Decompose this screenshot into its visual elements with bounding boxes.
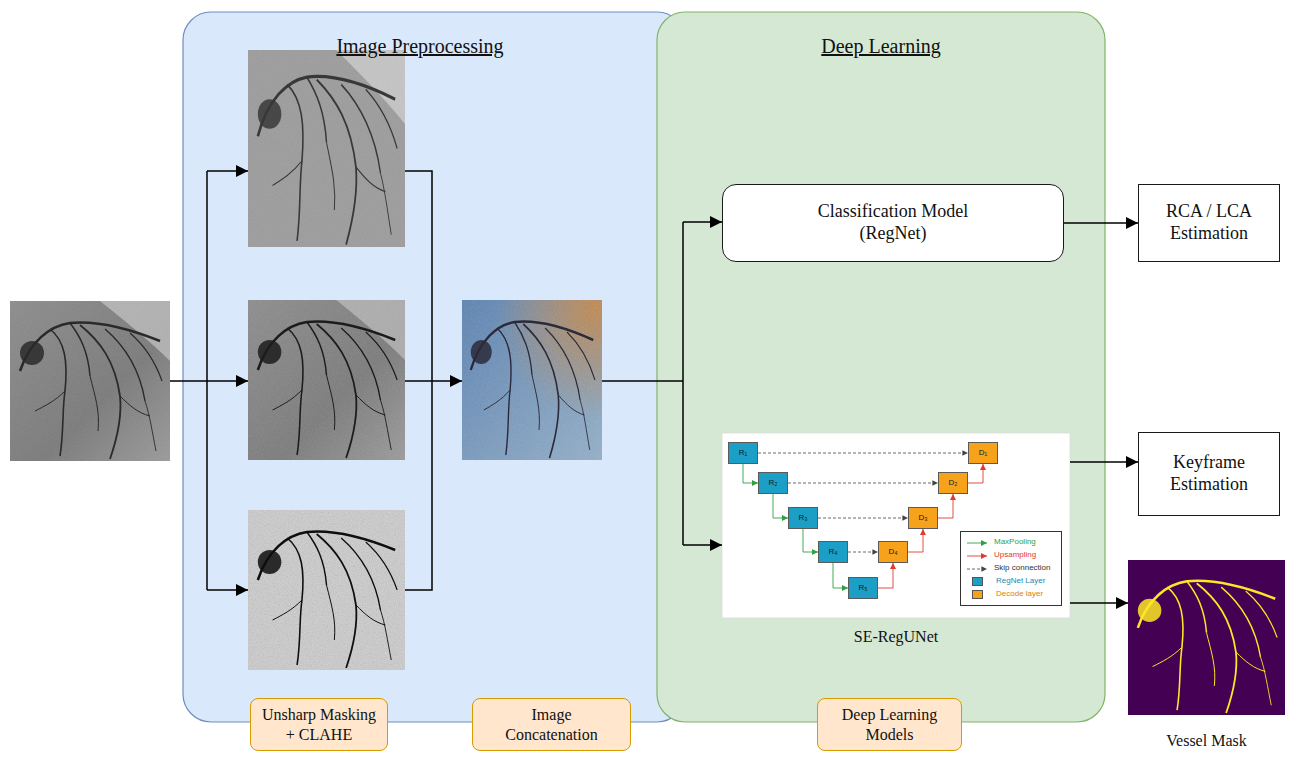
flow-line (602, 380, 683, 382)
node-label: Classification Model (RegNet) (788, 201, 998, 244)
layer-block: R₅ (848, 577, 878, 599)
maxpool-arrow (803, 529, 818, 552)
legend-box: MaxPoolingUpsamplingSkip connectionRegNe… (960, 531, 1062, 606)
layer-block: D₂ (938, 472, 968, 494)
layer-block: D₃ (908, 507, 938, 529)
legend-line-sample (966, 565, 990, 573)
flow-arrow (1070, 602, 1128, 604)
legend-line-sample (966, 552, 990, 560)
process-box: Keyframe Estimation (1138, 432, 1280, 516)
layer-block: R₃ (788, 507, 818, 529)
stage-panel: Image Preprocessing (183, 12, 685, 722)
process-box: RCA / LCA Estimation (1138, 184, 1280, 262)
maxpool-arrow (773, 494, 788, 518)
panel-title: Image Preprocessing (336, 34, 503, 58)
node-label: R₃ (798, 514, 807, 523)
flow-arrows (170, 171, 722, 590)
node-label: D₂ (949, 479, 958, 488)
skip-arrow (758, 453, 968, 454)
step-tag: Unsharp Masking + CLAHE (250, 698, 388, 751)
legend-row: Decode layer (966, 588, 1056, 601)
flow-arrow (1064, 222, 1138, 224)
stage-panel: Deep LearningClassification Model (RegNe… (657, 12, 1105, 722)
upsample-arrow (908, 529, 923, 552)
legend-label: RegNet Layer (996, 577, 1045, 586)
input-angiogram (10, 301, 170, 461)
legend-line (967, 555, 987, 556)
legend-row: Upsampling (966, 549, 1056, 562)
node-label: D₃ (918, 514, 927, 523)
clahe-angiogram (248, 510, 405, 670)
layer-block: R₁ (728, 442, 758, 464)
flow-arrow (683, 221, 722, 223)
flow-arrow (1070, 461, 1138, 463)
model-box: Classification Model (RegNet) (722, 184, 1064, 262)
flow-line (682, 222, 684, 545)
concatenated-image (462, 300, 602, 460)
flow-arrow (405, 380, 462, 382)
node-label: R₁ (739, 449, 747, 458)
flow-arrow (207, 589, 248, 591)
skip-arrow (848, 552, 878, 553)
layer-block: R₂ (758, 472, 788, 494)
legend-row: MaxPooling (966, 536, 1056, 549)
layer-block: D₄ (878, 541, 908, 563)
skip-arrow (788, 483, 938, 484)
legend-line (967, 542, 987, 543)
node-label: SE-RegUNet (854, 627, 938, 646)
maxpool-arrow (743, 464, 758, 483)
network-figure-ground (722, 433, 1070, 618)
node-label: D₁ (979, 449, 987, 458)
flow-arrow (207, 170, 248, 172)
original-angiogram (248, 300, 405, 460)
upsample-arrow (878, 563, 893, 588)
legend-label: MaxPooling (994, 538, 1036, 547)
node-label: R₅ (859, 584, 868, 593)
layer-block: R₄ (818, 541, 848, 563)
layer-block: D₁ (968, 442, 998, 464)
upsample-arrow (968, 464, 983, 483)
preprocessing-panel (183, 12, 685, 722)
node-label: R₄ (828, 548, 837, 557)
flow-arrow (170, 380, 248, 382)
legend-row: RegNet Layer (966, 575, 1056, 588)
step-tag: Image Concatenation (472, 698, 631, 751)
node-label: Unsharp Masking + CLAHE (259, 705, 379, 743)
node-label: RCA / LCA Estimation (1152, 201, 1267, 244)
step-tag: Deep Learning Models (817, 698, 962, 751)
flow-arrow (683, 544, 722, 546)
legend-row: Skip connection (966, 562, 1056, 575)
node-label: R₂ (769, 479, 778, 488)
flow-line (206, 171, 208, 590)
node-label: Vessel Mask (1166, 731, 1246, 750)
node-label: Deep Learning Models (835, 705, 945, 743)
legend-label: Skip connection (994, 564, 1050, 573)
legend-label: Decode layer (996, 590, 1043, 599)
maxpool-arrow (833, 563, 848, 588)
legend-line-sample (966, 539, 990, 547)
panel-title: Deep Learning (821, 34, 940, 58)
legend-label: Upsampling (994, 551, 1036, 560)
node-label: Image Concatenation (492, 705, 612, 743)
legend-swatch (972, 577, 983, 586)
sharpened-angiogram (248, 50, 405, 247)
upsample-arrow (938, 494, 953, 518)
legend-line (967, 568, 987, 569)
skip-arrow (818, 518, 908, 519)
output-image: Vessel Mask (1128, 560, 1285, 750)
legend-swatch (972, 590, 983, 599)
deep-learning-panel (657, 12, 1105, 722)
node-label: D₄ (888, 548, 897, 557)
vessel-mask-image (1128, 560, 1285, 715)
node-label: Keyframe Estimation (1152, 452, 1267, 495)
